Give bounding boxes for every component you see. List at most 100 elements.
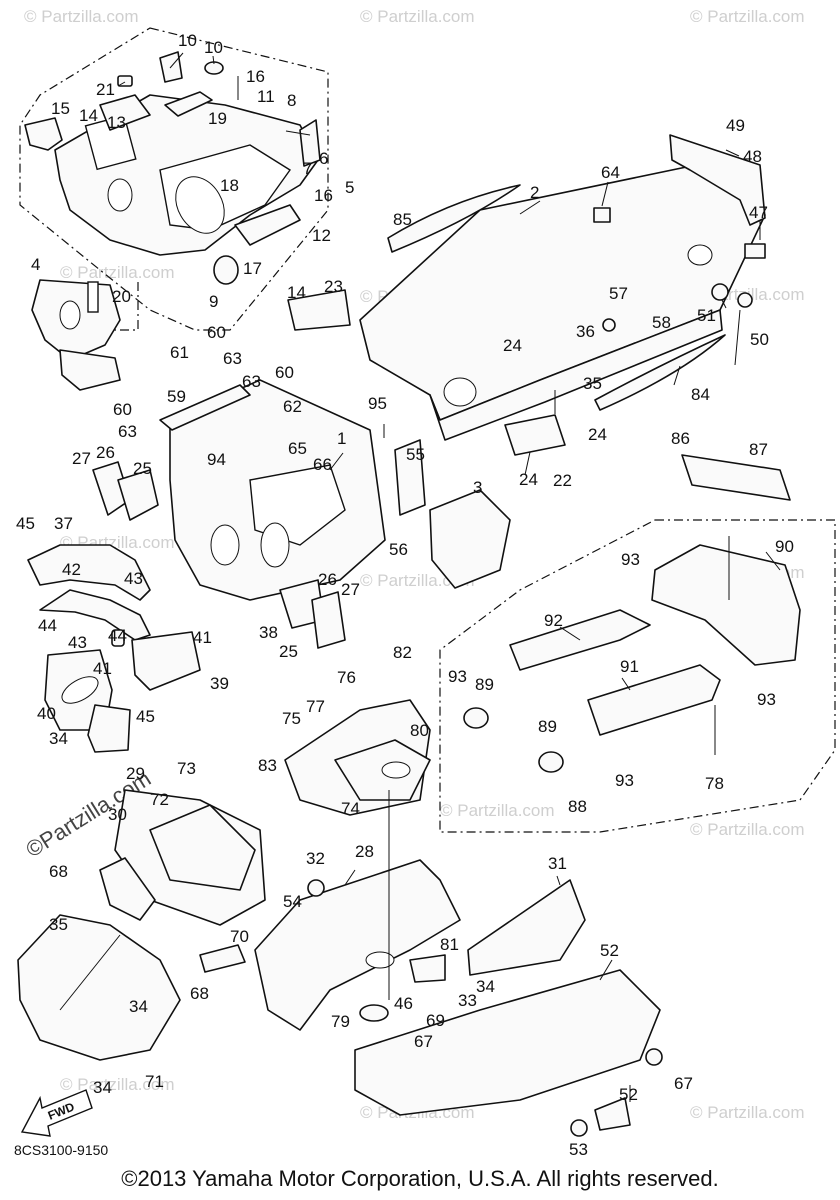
callout: 34 xyxy=(49,729,68,748)
callout: 40 xyxy=(37,704,56,723)
callout: 45 xyxy=(136,707,155,726)
callout: 67 xyxy=(674,1074,693,1093)
callout: 63 xyxy=(118,422,137,441)
callout: 56 xyxy=(389,540,408,559)
callout: 71 xyxy=(145,1072,164,1091)
callout: 25 xyxy=(279,642,298,661)
callout: 54 xyxy=(283,892,302,911)
tunnel-assembly xyxy=(359,134,766,441)
callout: 32 xyxy=(306,849,325,868)
copyright-notice: ©2013 Yamaha Motor Corporation, U.S.A. A… xyxy=(121,1166,719,1191)
callout: 53 xyxy=(569,1140,588,1159)
front-frame-group-outline xyxy=(19,27,329,331)
callout: 16 xyxy=(314,186,333,205)
callout: 45 xyxy=(16,514,35,533)
callout: 3 xyxy=(473,478,482,497)
callout: 75 xyxy=(282,709,301,728)
callout: 33 xyxy=(458,991,477,1010)
callout: 93 xyxy=(621,550,640,569)
callout: 13 xyxy=(107,113,126,132)
callout: 14 xyxy=(287,283,306,302)
callout: 34 xyxy=(93,1078,112,1097)
callout: 51 xyxy=(697,306,716,325)
middle-frame-assembly xyxy=(27,379,566,753)
callout: 84 xyxy=(691,385,710,404)
callout: 48 xyxy=(743,147,762,166)
callout: 24 xyxy=(588,425,607,444)
callout: 41 xyxy=(193,628,212,647)
callout: 70 xyxy=(230,927,249,946)
callout: 27 xyxy=(341,580,360,599)
fwd-arrow: FWD xyxy=(20,1089,93,1137)
callout: 85 xyxy=(393,210,412,229)
front-frame-assembly xyxy=(24,51,351,391)
callout: 26 xyxy=(318,570,337,589)
callout: 62 xyxy=(283,397,302,416)
callout: 41 xyxy=(93,659,112,678)
callout: 16 xyxy=(246,67,265,86)
watermark: © Partzilla.com xyxy=(360,7,475,26)
callout: 34 xyxy=(476,977,495,996)
callout: 34 xyxy=(129,997,148,1016)
callout: 78 xyxy=(705,774,724,793)
callout: 93 xyxy=(448,667,467,686)
callout: 79 xyxy=(331,1012,350,1031)
callout: 82 xyxy=(393,643,412,662)
callout: 46 xyxy=(394,994,413,1013)
watermark: © Partzilla.com xyxy=(440,801,555,820)
callout-layer: 10 10 21 16 11 8 15 14 13 19 7 6 16 5 18… xyxy=(16,31,794,1159)
callout: 60 xyxy=(113,400,132,419)
callout: 52 xyxy=(600,941,619,960)
callout: 68 xyxy=(49,862,68,881)
callout: 9 xyxy=(209,292,218,311)
rear-bracket-assembly xyxy=(463,454,801,773)
callout: 28 xyxy=(355,842,374,861)
callout: 35 xyxy=(49,915,68,934)
callout: 15 xyxy=(51,99,70,118)
callout: 4 xyxy=(31,255,40,274)
callout: 19 xyxy=(208,109,227,128)
callout: 1 xyxy=(337,429,346,448)
callout: 60 xyxy=(275,363,294,382)
callout: 92 xyxy=(544,611,563,630)
callout: 29 xyxy=(126,764,145,783)
callout: 57 xyxy=(609,284,628,303)
callout: 6 xyxy=(319,149,328,168)
callout: 42 xyxy=(62,560,81,579)
callout: 95 xyxy=(368,394,387,413)
rear-bracket-group-outline xyxy=(439,519,836,833)
callout: 65 xyxy=(288,439,307,458)
callout: 43 xyxy=(124,569,143,588)
callout: 10 xyxy=(178,31,197,50)
callout: 52 xyxy=(619,1085,638,1104)
callout: 43 xyxy=(68,633,87,652)
callout: 47 xyxy=(749,203,768,222)
callout: 80 xyxy=(410,721,429,740)
callout: 66 xyxy=(313,455,332,474)
callout: 24 xyxy=(519,470,538,489)
watermark: © Partzilla.com xyxy=(60,263,175,282)
callout: 64 xyxy=(601,163,620,182)
callout: 61 xyxy=(170,343,189,362)
callout: 31 xyxy=(548,854,567,873)
callout: 21 xyxy=(96,80,115,99)
callout: 24 xyxy=(503,336,522,355)
callout: 89 xyxy=(538,717,557,736)
callout: 14 xyxy=(79,106,98,125)
callout: 88 xyxy=(568,797,587,816)
callout: 93 xyxy=(757,690,776,709)
callout: 17 xyxy=(243,259,262,278)
callout: 86 xyxy=(671,429,690,448)
callout: 11 xyxy=(257,87,275,106)
watermark: © Partzilla.com xyxy=(690,7,805,26)
callout: 91 xyxy=(620,657,639,676)
callout: 63 xyxy=(242,372,261,391)
callout: 58 xyxy=(652,313,671,332)
callout: 73 xyxy=(177,759,196,778)
callout: 69 xyxy=(426,1011,445,1030)
callout: 87 xyxy=(749,440,768,459)
watermark: © Partzilla.com xyxy=(690,1103,805,1122)
callout: 36 xyxy=(576,322,595,341)
